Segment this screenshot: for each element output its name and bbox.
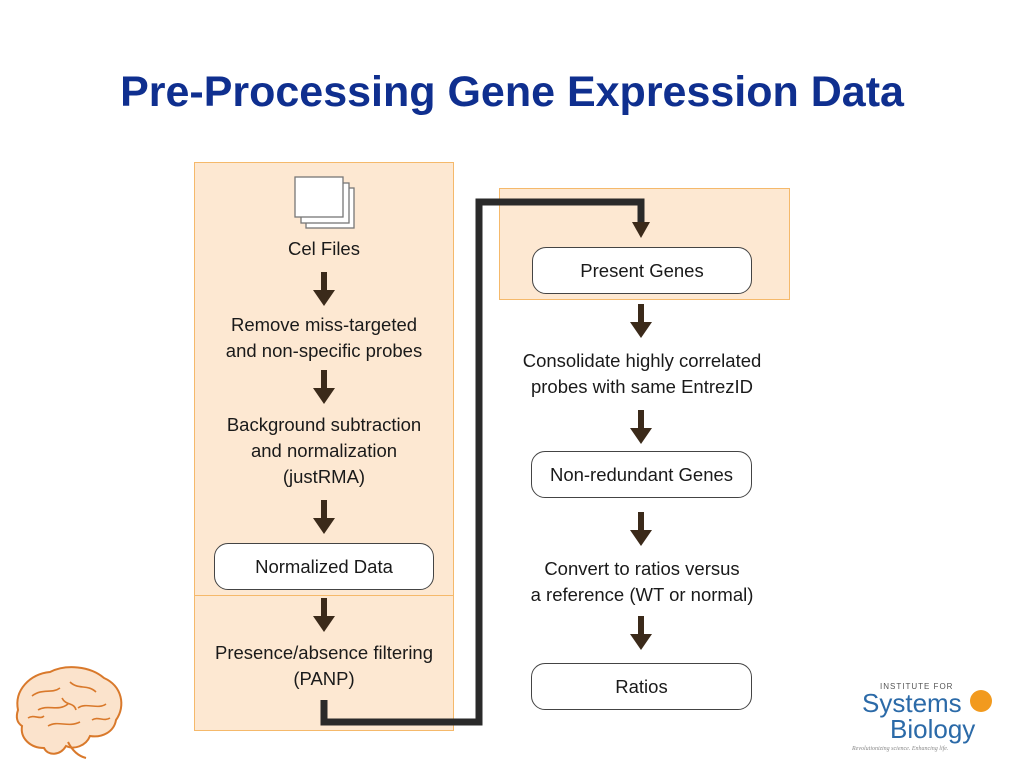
isb-logo: INSTITUTE FOR Systems Biology Revolution… xyxy=(848,678,1016,758)
isb-logo-systems: Systems xyxy=(862,688,962,718)
convert-line1: Convert to ratios versus xyxy=(544,558,740,579)
isb-logo-tagline: Revolutionizing science. Enhancing life. xyxy=(852,746,949,752)
convert-line2: a reference (WT or normal) xyxy=(530,584,754,605)
arrow-down-icon xyxy=(313,500,335,534)
cel-files-label: Cel Files xyxy=(288,238,360,259)
brain-icon xyxy=(15,666,123,759)
consolidate-line1: Consolidate highly correlated xyxy=(522,350,762,371)
presence-line2: (PANP) xyxy=(293,668,355,689)
arrow-down-icon xyxy=(630,512,652,546)
arrow-down-icon xyxy=(630,410,652,444)
convert-ratios-label: Convert to ratios versus a reference (WT… xyxy=(490,556,794,608)
non-redundant-genes-box: Non-redundant Genes xyxy=(531,451,752,498)
bg-line1: Background subtraction xyxy=(226,414,422,435)
presence-line1: Presence/absence filtering xyxy=(214,642,434,663)
bg-line2: and normalization xyxy=(250,440,398,461)
remove-probes-line2: and non-specific probes xyxy=(225,340,423,361)
remove-probes-label: Remove miss-targeted and non-specific pr… xyxy=(194,312,454,364)
connector-line xyxy=(320,198,645,726)
remove-probes-line1: Remove miss-targeted xyxy=(230,314,418,335)
arrow-down-icon xyxy=(313,370,335,404)
present-genes-box: Present Genes xyxy=(532,247,752,294)
consolidate-label: Consolidate highly correlated probes wit… xyxy=(490,348,794,400)
isb-logo-dot-icon xyxy=(970,690,992,712)
arrow-down-icon xyxy=(313,272,335,306)
connector-arrowhead xyxy=(632,222,650,238)
isb-logo-biology: Biology xyxy=(890,714,976,744)
normalized-data-box: Normalized Data xyxy=(214,543,434,590)
slide-title: Pre-Processing Gene Expression Data xyxy=(120,68,904,116)
presence-absence-label: Presence/absence filtering (PANP) xyxy=(188,640,460,692)
consolidate-line2: probes with same EntrezID xyxy=(530,376,754,397)
ratios-box: Ratios xyxy=(531,663,752,710)
files-icon xyxy=(294,176,355,229)
arrow-down-icon xyxy=(630,304,652,338)
isb-logo-small-text: INSTITUTE FOR xyxy=(880,682,954,691)
background-subtraction-label: Background subtraction and normalization… xyxy=(194,412,454,490)
arrow-down-icon xyxy=(313,598,335,632)
arrow-down-icon xyxy=(630,616,652,650)
bg-line3: (justRMA) xyxy=(282,466,366,487)
